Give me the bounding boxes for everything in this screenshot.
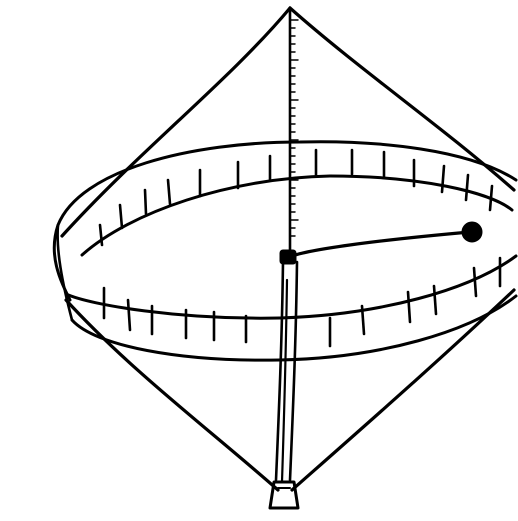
ring-band-tick	[434, 286, 436, 314]
double-cone-outline	[62, 8, 514, 490]
ring-inner-back-edge	[82, 176, 512, 255]
ring-band-tick	[466, 175, 468, 200]
base-stand	[270, 482, 298, 508]
lower-axis-left-line	[276, 262, 283, 480]
ring-lower-edge-top	[66, 256, 516, 318]
ring-band-tick	[128, 300, 130, 330]
ring-band-tick	[120, 205, 122, 228]
lower-right-cone-edge	[292, 290, 514, 490]
ring-band-tick	[442, 166, 444, 192]
radius-line	[288, 232, 470, 258]
lower-axis-right-line	[290, 262, 297, 480]
ring-band-tick	[408, 292, 410, 322]
ring-band-tick	[474, 268, 476, 296]
ring-upper-edge	[54, 142, 516, 300]
upper-left-cone-edge	[62, 8, 290, 236]
central-vertical-axis	[276, 10, 297, 482]
ring-band-tick	[490, 186, 492, 210]
base-stand-block	[270, 482, 298, 508]
center-pivot	[280, 250, 296, 264]
ring-band-tick	[168, 180, 170, 204]
ring-band-tick	[145, 190, 146, 214]
pointer-dot	[462, 222, 482, 242]
